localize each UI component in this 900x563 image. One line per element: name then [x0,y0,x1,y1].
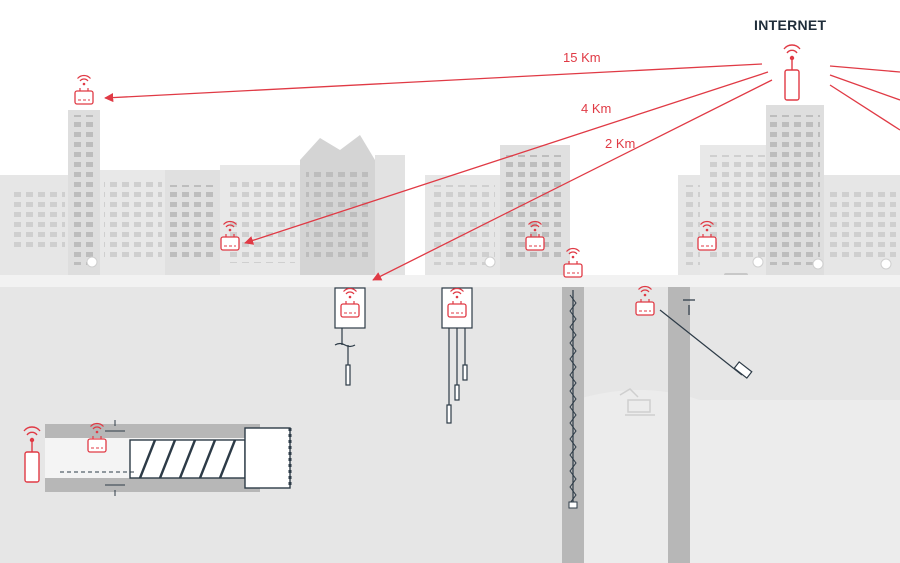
tunnel-top [45,424,260,438]
tbm-machine [129,427,292,489]
excavator-icon [619,388,655,416]
link-label-15km: 15 Km [563,50,601,65]
tunnel-bottom [45,478,260,492]
sensor-icon [334,287,753,424]
shaft-right [668,287,690,563]
link-label-4km: 4 Km [581,101,612,116]
tree-icon [86,256,892,270]
underground [0,287,900,563]
city-skyline [0,105,900,285]
link-label-2km: 2 Km [605,136,636,151]
internet-label: INTERNET [754,17,827,33]
gateway-icon [23,44,801,483]
sensor-icon [60,420,135,496]
street [0,275,900,287]
wireless-links [104,63,900,281]
